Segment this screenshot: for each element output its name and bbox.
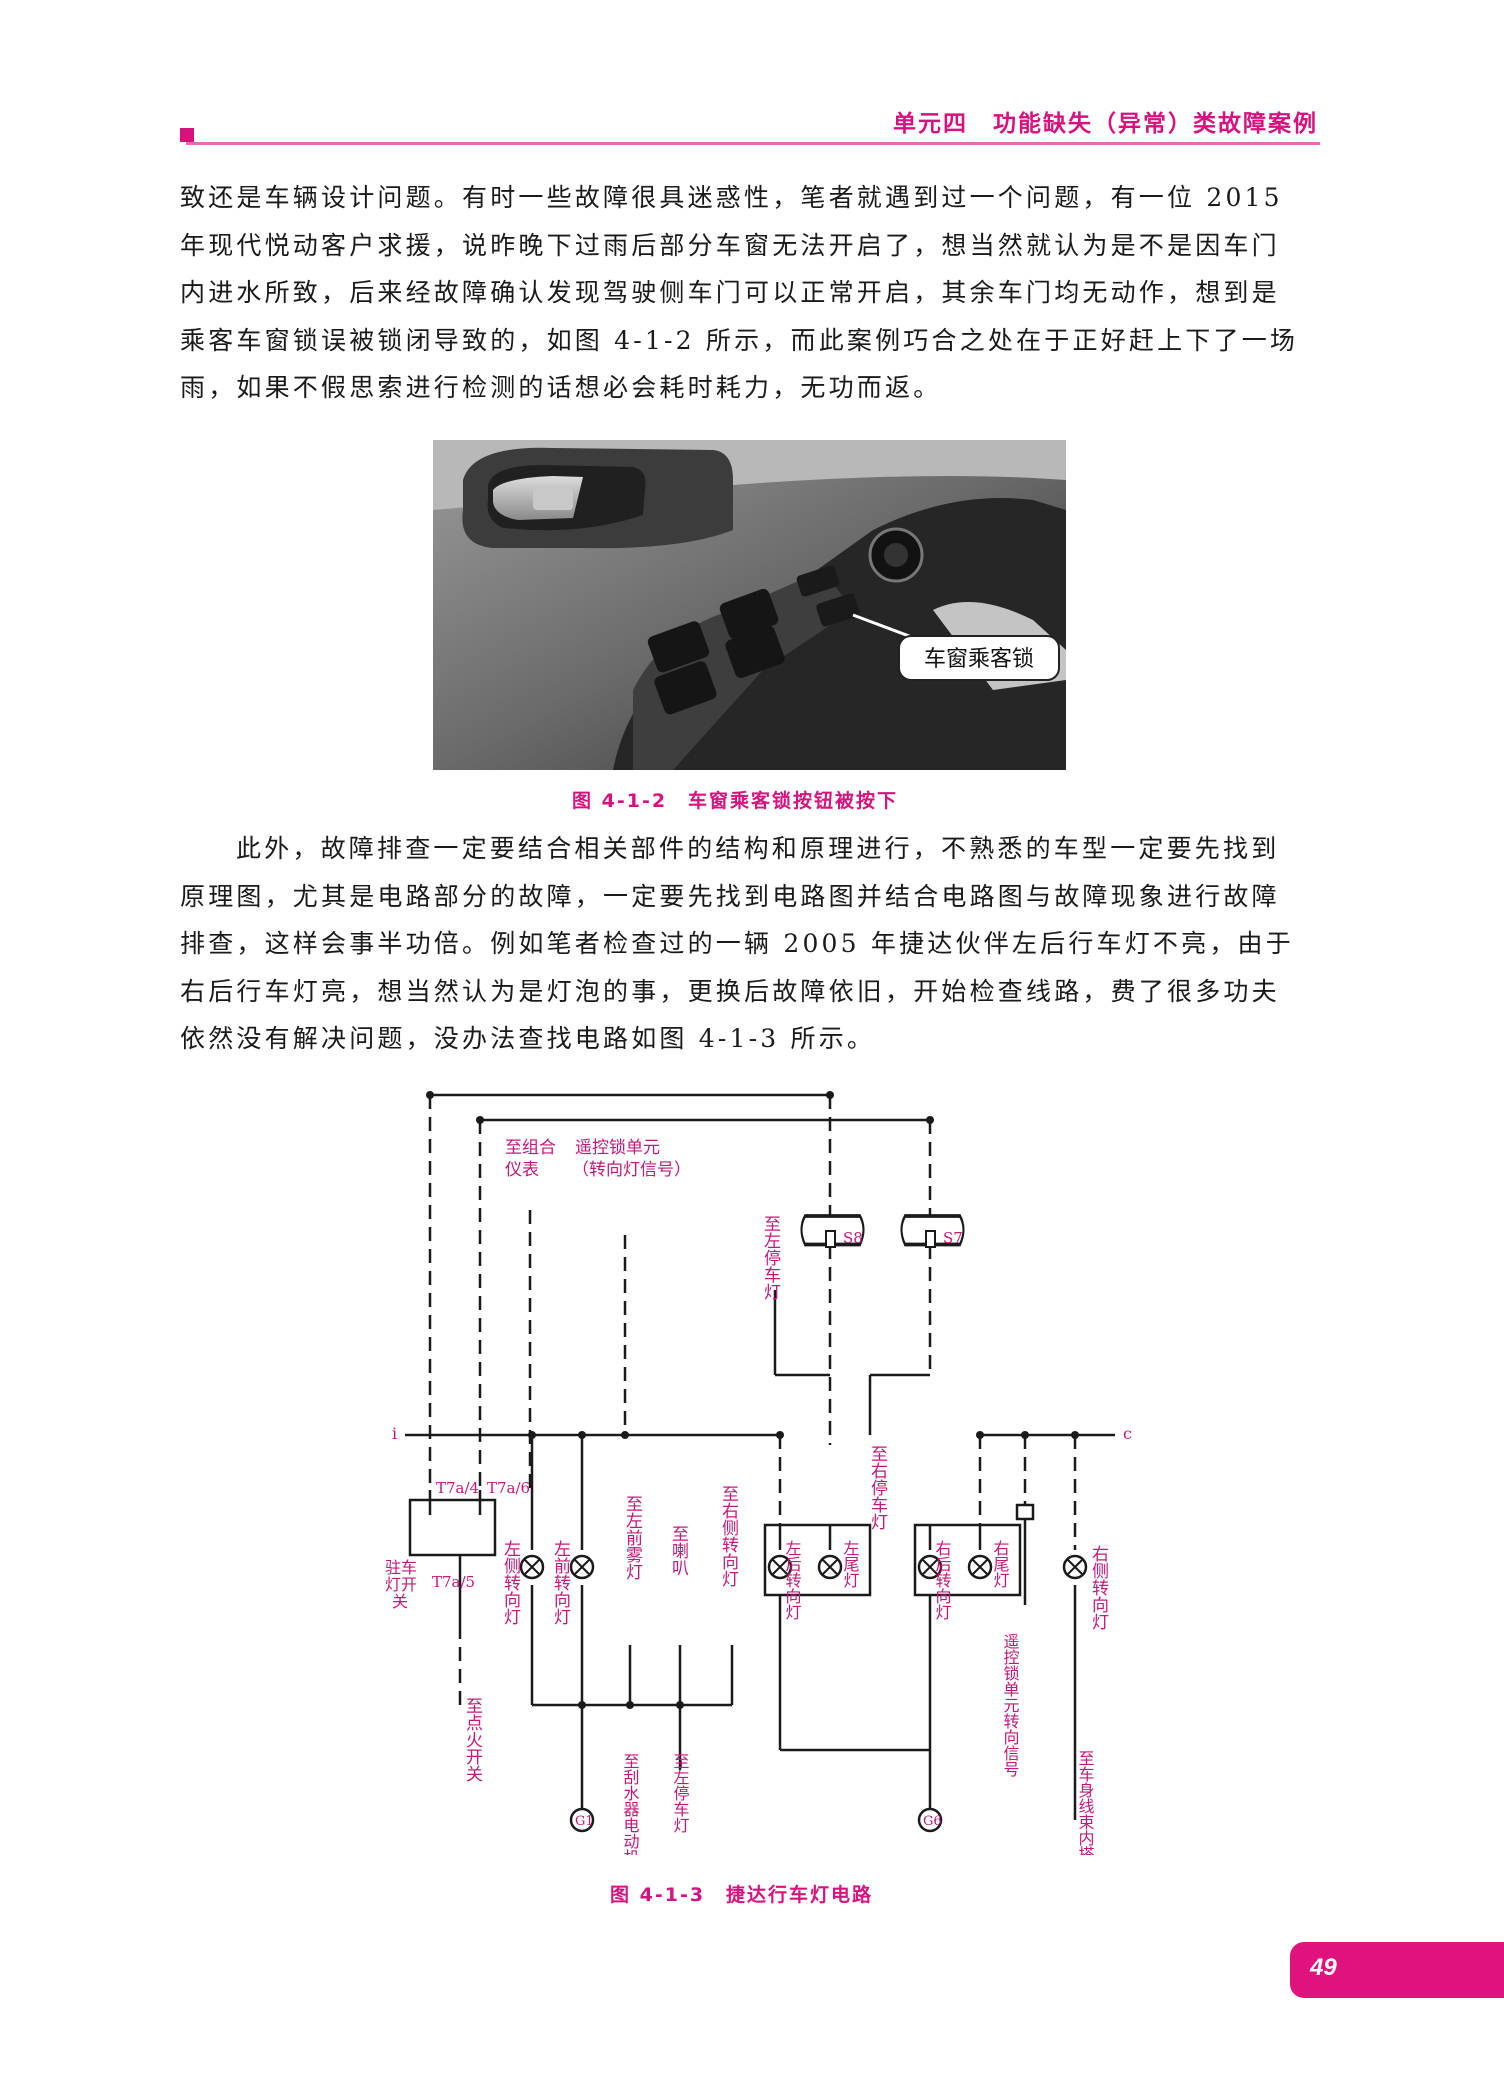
label-ground-g1: G1: [575, 1814, 594, 1829]
label-to-ignition: 至点火开关: [462, 1697, 483, 1782]
page-number: 49: [1310, 1954, 1337, 1981]
chapter-title: 单元四 功能缺失（异常）类故障案例: [893, 111, 1318, 137]
label-right-tail: 右尾灯: [991, 1540, 1010, 1589]
label-to-right-park: 至右停车灯: [867, 1445, 888, 1530]
text-line: 依然没有解决问题，没办法查找电路如图 4-1-3 所示。: [180, 1024, 876, 1053]
label-left-tail: 左尾灯: [841, 1540, 860, 1589]
header-marker: [180, 128, 194, 142]
label-t7a6: T7a/6: [487, 1479, 530, 1497]
paragraph-1: 致还是车辆设计问题。有时一些故障很具迷惑性，笔者就遇到过一个问题，有一位 201…: [180, 174, 1320, 412]
label-node-i: i: [392, 1424, 397, 1443]
text-line: 内进水所致，后来经故障确认发现驾驶侧车门可以正常开启，其余车门均无动作，想到是: [180, 278, 1280, 307]
text-line: 右后行车灯亮，想当然认为是灯泡的事，更换后故障依旧，开始检查线路，费了很多功夫: [180, 976, 1280, 1006]
label-to-wiper: 至刮水器电动机: [621, 1753, 640, 1855]
label-t7a5: T7a/5: [432, 1573, 475, 1591]
callout-box: [898, 635, 1060, 681]
text-line: 年现代悦动客户求援，说昨晚下过雨后部分车窗无法开启了，想当然就认为是不是因车门: [180, 230, 1280, 260]
label-right-side-turn: 右侧转向灯: [1088, 1545, 1109, 1630]
label-t7a4: T7a/4: [436, 1479, 479, 1497]
page-number-tab: 49: [1290, 1942, 1504, 1998]
label-fuse-s7: S7: [943, 1229, 963, 1247]
figure-4-1-2-caption: 图 4-1-2 车窗乘客锁按钮被按下: [572, 790, 899, 812]
paragraph-2: 此外，故障排查一定要结合相关部件的结构和原理进行，不熟悉的车型一定要先找到 原理…: [180, 825, 1320, 1063]
label-fuse-s8: S8: [843, 1229, 863, 1247]
label-right-rear-turn: 右后转向灯: [933, 1540, 952, 1621]
text-line: 此外，故障排查一定要结合相关部件的结构和原理进行，不熟悉的车型一定要先找到: [236, 834, 1280, 863]
label-left-side-turn: 左侧转向灯: [500, 1540, 521, 1625]
label-ground-g6: G6: [923, 1814, 942, 1829]
label-park-switch: 驻车灯开关: [385, 1558, 417, 1611]
label-to-left-park: 至左停车灯: [760, 1215, 781, 1300]
label-remote-unit-2: （转向灯信号）: [572, 1160, 691, 1180]
header-rule: [186, 142, 1320, 145]
text-line: 原理图，尤其是电路部分的故障，一定要先找到电路图并结合电路图与故障现象进行故障: [180, 881, 1280, 911]
label-to-left-park-2: 至左停车灯: [671, 1753, 690, 1834]
door-panel-photo: 车窗乘客锁: [433, 440, 1066, 770]
label-to-cluster: 至组合: [505, 1138, 556, 1158]
label-to-horn: 至喇叭: [668, 1525, 689, 1576]
label-remote-unit: 遥控锁单元: [575, 1138, 660, 1158]
headlight-circuit-diagram: 至组合 仪表 遥控锁单元 （转向灯信号） 至左停车灯 S8 S7 i c 至右停…: [385, 1091, 1132, 1855]
text-line: 乘客车窗锁误被锁闭导致的，如图 4-1-2 所示，而此案例巧合之处在于正好赶上下…: [180, 325, 1299, 355]
door-panel-illustration: 车窗乘客锁: [433, 440, 1066, 770]
label-to-cluster-2: 仪表: [505, 1160, 539, 1180]
label-node-c: c: [1123, 1424, 1132, 1443]
figure-4-1-3-caption: 图 4-1-3 捷达行车灯电路: [610, 1884, 874, 1906]
callout-label: 车窗乘客锁: [924, 647, 1034, 672]
label-to-body-ground: 至车身线束内搭铁点: [1076, 1750, 1095, 1855]
label-left-rear-turn: 左后转向灯: [783, 1540, 802, 1621]
label-to-right-side-turn: 至右侧转向灯: [718, 1485, 739, 1587]
text-line: 排查，这样会事半功倍。例如笔者检查过的一辆 2005 年捷达伙伴左后行车灯不亮，…: [180, 929, 1294, 958]
label-left-front-turn: 左前转向灯: [550, 1540, 571, 1625]
label-to-left-fog: 至左前雾灯: [622, 1495, 643, 1580]
text-line: 雨，如果不假思索进行检测的话想必会耗时耗力，无功而返。: [180, 373, 942, 402]
text-line: 致还是车辆设计问题。有时一些故障很具迷惑性，笔者就遇到过一个问题，有一位 201…: [180, 183, 1283, 212]
label-remote-signal: 遥控锁单元转向信号: [1001, 1633, 1020, 1778]
